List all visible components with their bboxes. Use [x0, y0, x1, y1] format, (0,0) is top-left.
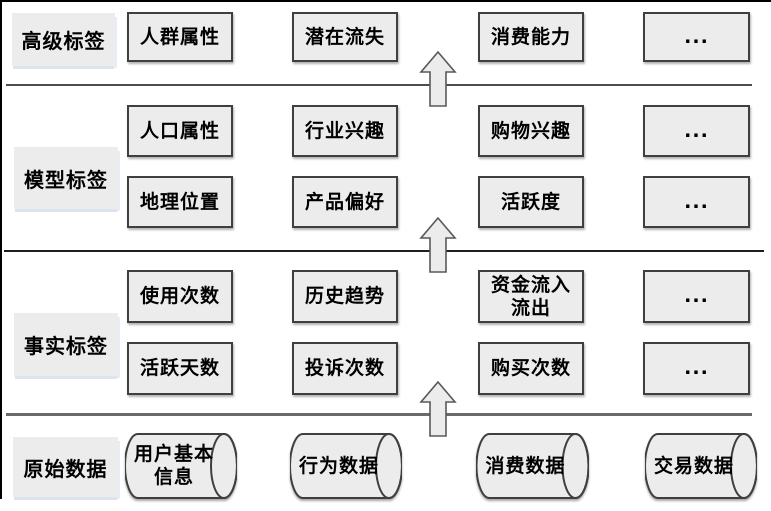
- divider-line-2: [4, 250, 764, 252]
- datastore-label: 消费数据: [485, 454, 566, 477]
- tag-box-fund-inflow-outflow: 资金流入 流出: [478, 270, 584, 323]
- tag-box-active-days: 活跃天数: [127, 342, 233, 395]
- database-cylinder-icon: [476, 433, 589, 499]
- up-arrow-icon: [419, 217, 457, 273]
- tag-box-ellipsis: ...: [643, 270, 750, 323]
- datastore-label: 行为数据: [298, 454, 379, 477]
- tag-box-usage-count: 使用次数: [127, 270, 233, 323]
- tag-box-ellipsis: ...: [643, 176, 750, 228]
- tag-box-ellipsis: ...: [643, 12, 750, 62]
- tag-box-geolocation: 地理位置: [127, 176, 233, 228]
- database-cylinder-icon: [645, 433, 757, 499]
- tag-box-crowd-attributes: 人群属性: [127, 12, 233, 62]
- section-label-model-tags: 模型标签: [14, 147, 118, 209]
- database-cylinder-icon: [290, 433, 402, 499]
- datastore-user-basic-info: 用户基本 信息: [125, 432, 237, 500]
- section-label-advanced-tags: 高级标签: [12, 13, 115, 66]
- up-arrow-icon: [419, 51, 457, 107]
- tag-box-industry-interest: 行业兴趣: [292, 105, 398, 157]
- datastore-behavior-data: 行为数据: [290, 432, 402, 500]
- tag-box-potential-churn: 潜在流失: [292, 12, 398, 62]
- tag-box-shopping-interest: 购物兴趣: [478, 105, 584, 157]
- tag-box-product-preference: 产品偏好: [292, 176, 398, 228]
- divider-line-3: [6, 413, 752, 416]
- datastore-label: 交易数据: [653, 454, 734, 477]
- tag-box-purchase-count: 购买次数: [478, 342, 584, 395]
- datastore-transaction-data: 交易数据: [645, 432, 757, 500]
- tag-box-history-trend: 历史趋势: [292, 270, 398, 323]
- frame-top-edge: [0, 0, 771, 2]
- database-cylinder-icon: [125, 433, 237, 499]
- tag-box-complaint-count: 投诉次数: [292, 342, 398, 395]
- up-arrow-icon: [419, 381, 457, 437]
- datastore-consumption-data: 消费数据: [476, 432, 589, 500]
- datastore-label: 用户基本 信息: [133, 443, 214, 488]
- tag-box-ellipsis: ...: [643, 342, 750, 395]
- divider-line-1: [6, 84, 752, 86]
- tag-box-ellipsis: ...: [643, 105, 750, 157]
- section-label-fact-tags: 事实标签: [14, 313, 118, 376]
- tag-box-consumption-capacity: 消费能力: [478, 12, 584, 62]
- frame-left-edge: [0, 0, 2, 499]
- tag-box-activity-level: 活跃度: [478, 176, 584, 228]
- section-label-raw-data: 原始数据: [13, 437, 118, 497]
- tag-box-demographic: 人口属性: [127, 105, 233, 157]
